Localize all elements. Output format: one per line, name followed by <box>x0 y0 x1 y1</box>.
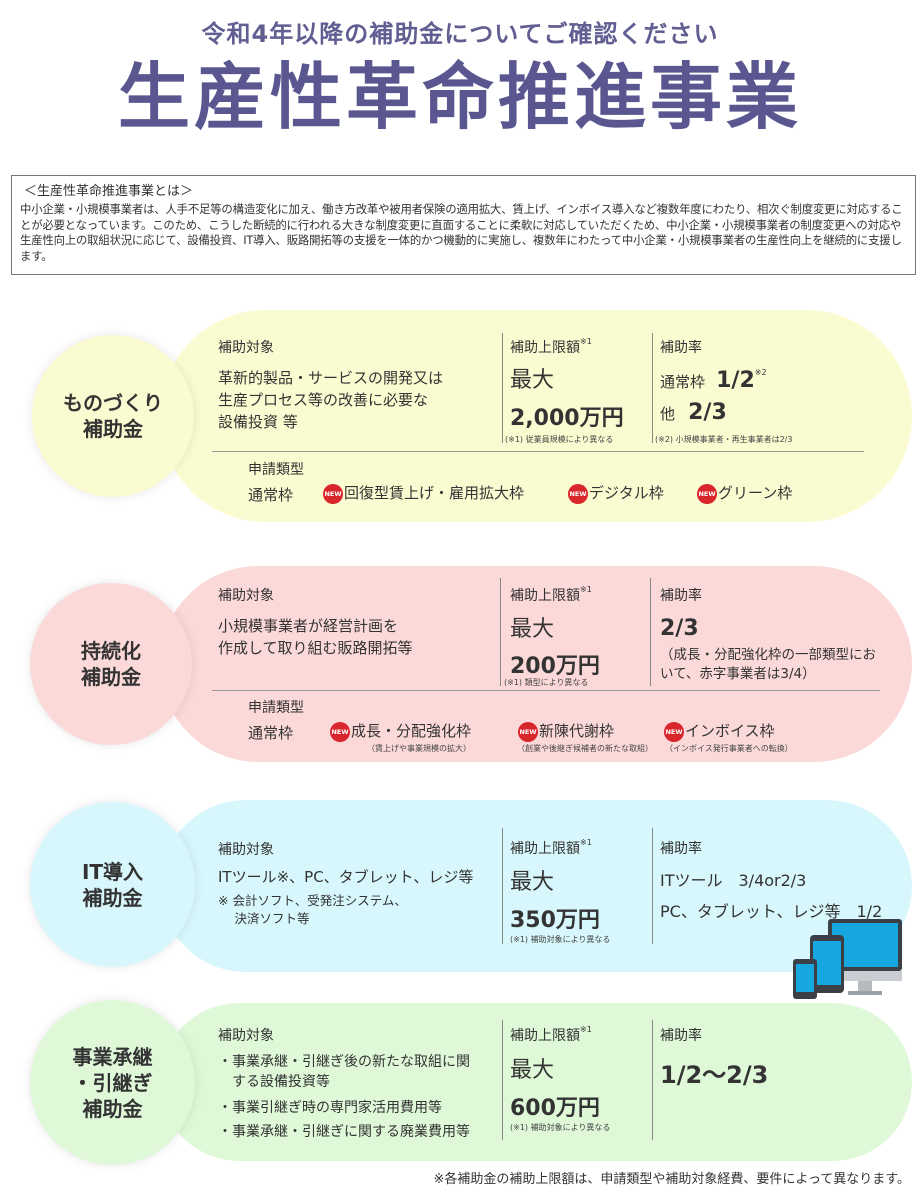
monozukuri-limit-label: 補助上限額※1 <box>510 337 592 356</box>
it-limit-amount: 350万円 <box>510 908 600 933</box>
jigyo-rate-value: 1/2〜2/3 <box>660 1061 769 1089</box>
jigyo-circle: 事業承継 ・引継ぎ 補助金 <box>30 1000 195 1165</box>
monozukuri-rate-line1: 通常枠 1/2※2 <box>660 368 767 393</box>
jizokuka-limit-prefix: 最大 <box>510 617 555 642</box>
monozukuri-hline <box>212 451 864 452</box>
jizokuka-hline <box>212 690 880 691</box>
jigyo-limit-prefix: 最大 <box>510 1058 555 1083</box>
monozukuri-limit-prefix: 最大 <box>510 368 555 393</box>
monozukuri-name: ものづくり 補助金 <box>63 391 163 441</box>
it-target-note: ※ 会計ソフト、受発注システム、 決済ソフト等 <box>218 893 407 926</box>
jizokuka-limit-amount: 200万円 <box>510 654 600 679</box>
jizokuka-categories-label: 申請類型 <box>248 700 304 716</box>
jizokuka-rate-note: （成長・分配強化枠の一部類型にお いて、赤字事業者は3/4） <box>660 647 876 682</box>
jigyo-band <box>160 1003 912 1161</box>
jigyo-name: 事業承継 ・引継ぎ 補助金 <box>72 1044 153 1121</box>
monozukuri-divider-2 <box>652 333 653 443</box>
footer-note: ※各補助金の補助上限額は、申請類型や補助対象経費、要件によって異なります。 <box>433 1172 910 1187</box>
monozukuri-limit-amount: 2,000万円 <box>510 406 624 431</box>
about-text: 中小企業・小規模事業者は、人手不足等の構造変化に加え、働き方改革や被用者保険の適… <box>20 202 903 263</box>
it-limit-prefix: 最大 <box>510 870 555 895</box>
jigyo-target-2: ・事業引継ぎ時の専門家活用費用等 <box>218 1100 442 1116</box>
jizokuka-rate-value: 2/3 <box>660 616 699 641</box>
monozukuri-limit-note: (※1) 従業員規模により異なる <box>505 435 614 444</box>
jizokuka-cat-2-sub: （創業や後継ぎ候補者の新たな取組） <box>517 744 653 753</box>
it-circle: IT導入 補助金 <box>30 802 195 967</box>
jigyo-limit-note: (※1) 補助対象により異なる <box>510 1123 611 1132</box>
monozukuri-circle: ものづくり 補助金 <box>32 335 194 497</box>
jizokuka-cat-3-sub: （インボイス発行事業者への転換） <box>665 744 793 753</box>
page-subtitle: 令和4年以降の補助金についてご確認ください <box>201 20 719 48</box>
jizokuka-name: 持続化 補助金 <box>81 639 141 689</box>
jigyo-divider-2 <box>652 1020 653 1140</box>
monozukuri-band <box>160 310 912 522</box>
jizokuka-divider-1 <box>500 578 501 686</box>
monozukuri-target-label: 補助対象 <box>218 340 274 356</box>
new-badge: NEW <box>568 483 588 504</box>
jigyo-limit-amount: 600万円 <box>510 1096 600 1121</box>
about-heading: ＜生産性革命推進事業とは＞ <box>24 184 194 199</box>
it-rate-line2: PC、タブレット、レジ等 1/2 <box>660 902 883 921</box>
monozukuri-target-text: 革新的製品・サービスの開発又は 生産プロセス等の改善に必要な 設備投資 等 <box>218 369 444 431</box>
jigyo-limit-label: 補助上限額※1 <box>510 1025 592 1044</box>
jigyo-divider-1 <box>502 1020 503 1140</box>
jizokuka-rate-label: 補助率 <box>660 588 702 604</box>
it-band <box>160 800 912 972</box>
it-divider-2 <box>652 828 653 944</box>
jizokuka-target-text: 小規模事業者が経営計画を 作成して取り組む販路開拓等 <box>218 617 413 657</box>
monozukuri-rate-label: 補助率 <box>660 340 702 356</box>
monozukuri-rate-line2: 他 2/3 <box>660 400 727 425</box>
jizokuka-divider-2 <box>650 578 651 686</box>
it-target-text: ITツール※、PC、タブレット、レジ等 <box>218 868 474 886</box>
jizokuka-limit-label: 補助上限額※1 <box>510 585 592 604</box>
it-limit-note: (※1) 補助対象により異なる <box>510 935 611 944</box>
new-badge: NEW <box>664 721 684 742</box>
new-badge: NEW <box>323 483 343 504</box>
about-box: ＜生産性革命推進事業とは＞ 中小企業・小規模事業者は、人手不足等の構造変化に加え… <box>11 175 916 275</box>
it-divider-1 <box>502 828 503 944</box>
jizokuka-target-label: 補助対象 <box>218 588 274 604</box>
it-rate-line1: ITツール 3/4or2/3 <box>660 871 807 890</box>
it-name: IT導入 補助金 <box>81 859 144 910</box>
monozukuri-categories-label: 申請類型 <box>248 462 304 478</box>
jizokuka-circle: 持続化 補助金 <box>30 583 192 745</box>
jigyo-target-label: 補助対象 <box>218 1028 274 1044</box>
jizokuka-cat-normal: 通常枠 <box>248 724 294 742</box>
it-limit-label: 補助上限額※1 <box>510 838 592 857</box>
jigyo-target-3: ・事業承継・引継ぎに関する廃業費用等 <box>218 1124 470 1140</box>
new-badge: NEW <box>697 483 717 504</box>
new-badge: NEW <box>518 721 538 742</box>
new-badge: NEW <box>330 721 350 742</box>
jizokuka-limit-note: (※1) 類型により異なる <box>504 678 589 687</box>
it-target-label: 補助対象 <box>218 842 274 858</box>
devices-icon <box>793 919 902 999</box>
it-rate-label: 補助率 <box>660 841 702 857</box>
jigyo-target-1: ・事業承継・引継ぎ後の新たな取組に関 する設備投資等 <box>218 1054 470 1090</box>
monozukuri-cat-normal: 通常枠 <box>248 486 294 504</box>
monozukuri-rate-note: (※2) 小規模事業者・再生事業者は2/3 <box>655 435 793 444</box>
jigyo-rate-label: 補助率 <box>660 1028 702 1044</box>
page-title: 生産性革命推進事業 <box>117 55 802 139</box>
monozukuri-divider-1 <box>502 333 503 443</box>
jizokuka-cat-1-sub: （賃上げや事業規模の拡大） <box>367 744 471 753</box>
